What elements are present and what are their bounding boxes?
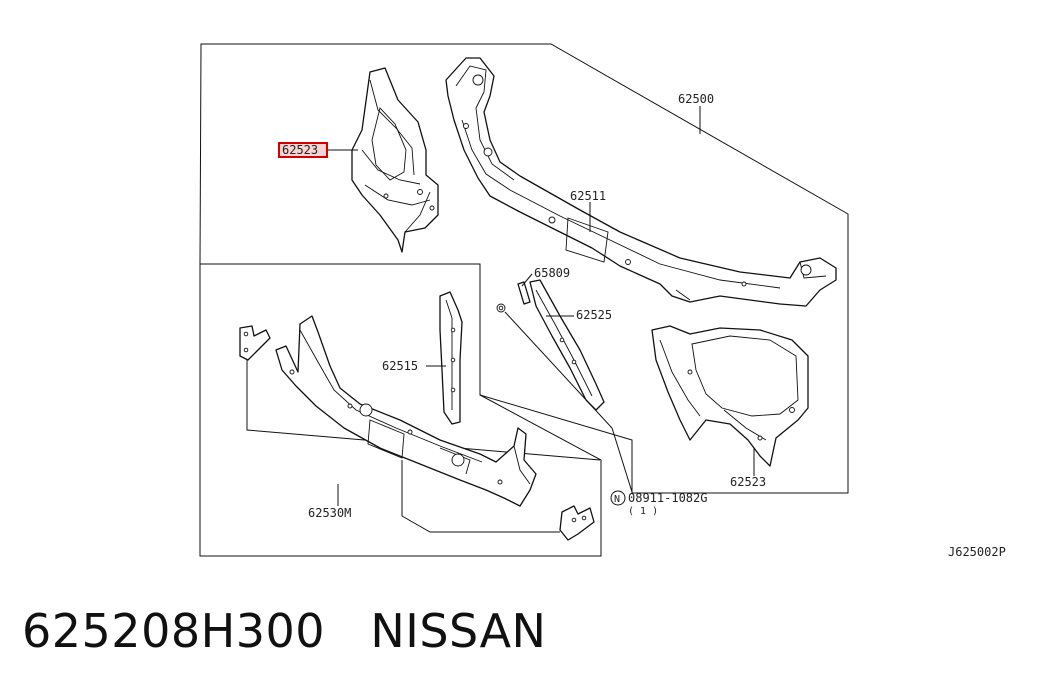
center-stay-part[interactable] bbox=[439, 291, 463, 425]
leader-62530M-group bbox=[401, 460, 560, 533]
callout-62525: 62525 bbox=[576, 308, 612, 322]
figure-code: J625002P bbox=[948, 545, 1006, 559]
leader-65809 bbox=[521, 273, 533, 287]
lower-left-bracket[interactable] bbox=[239, 325, 271, 361]
callout-nut: 08911-1082G bbox=[628, 491, 707, 505]
lower-right-bracket[interactable] bbox=[559, 505, 595, 541]
bracket-part[interactable] bbox=[517, 281, 531, 305]
stay-part[interactable] bbox=[529, 279, 605, 411]
lower-group-frame bbox=[199, 264, 602, 557]
callout-62523-upper: 62523 bbox=[282, 143, 318, 157]
nut-part[interactable] bbox=[496, 303, 506, 313]
highlight-box bbox=[279, 143, 327, 157]
lower-support-outline bbox=[246, 352, 601, 461]
leader-nut bbox=[504, 311, 633, 493]
part-number-caption: 625208H300 NISSAN bbox=[22, 604, 547, 658]
callout-65809: 65809 bbox=[534, 266, 570, 280]
side-support-lower-part[interactable] bbox=[651, 325, 809, 467]
callout-nut-qty: ( 1 ) bbox=[628, 506, 658, 517]
callout-62530M: 62530M bbox=[308, 506, 351, 520]
callout-62511: 62511 bbox=[570, 189, 606, 203]
nut-symbol-circle bbox=[610, 490, 626, 506]
nut-callout[interactable]: N 08911-1082G ( 1 ) bbox=[610, 490, 707, 517]
highlighted-callout[interactable]: 62523 bbox=[278, 142, 328, 158]
parts-diagram: 62500 62511 62523 65809 62525 62515 6252… bbox=[199, 43, 1006, 559]
nut-symbol: N bbox=[614, 494, 620, 505]
callout-62500: 62500 bbox=[678, 92, 714, 106]
upper-support-part[interactable] bbox=[445, 57, 837, 307]
lower-support-part[interactable] bbox=[275, 315, 537, 507]
callout-62523-lower: 62523 bbox=[730, 475, 766, 489]
callout-62515: 62515 bbox=[382, 359, 418, 373]
highlight-border bbox=[278, 142, 328, 158]
side-support-upper-part[interactable] bbox=[351, 67, 439, 253]
